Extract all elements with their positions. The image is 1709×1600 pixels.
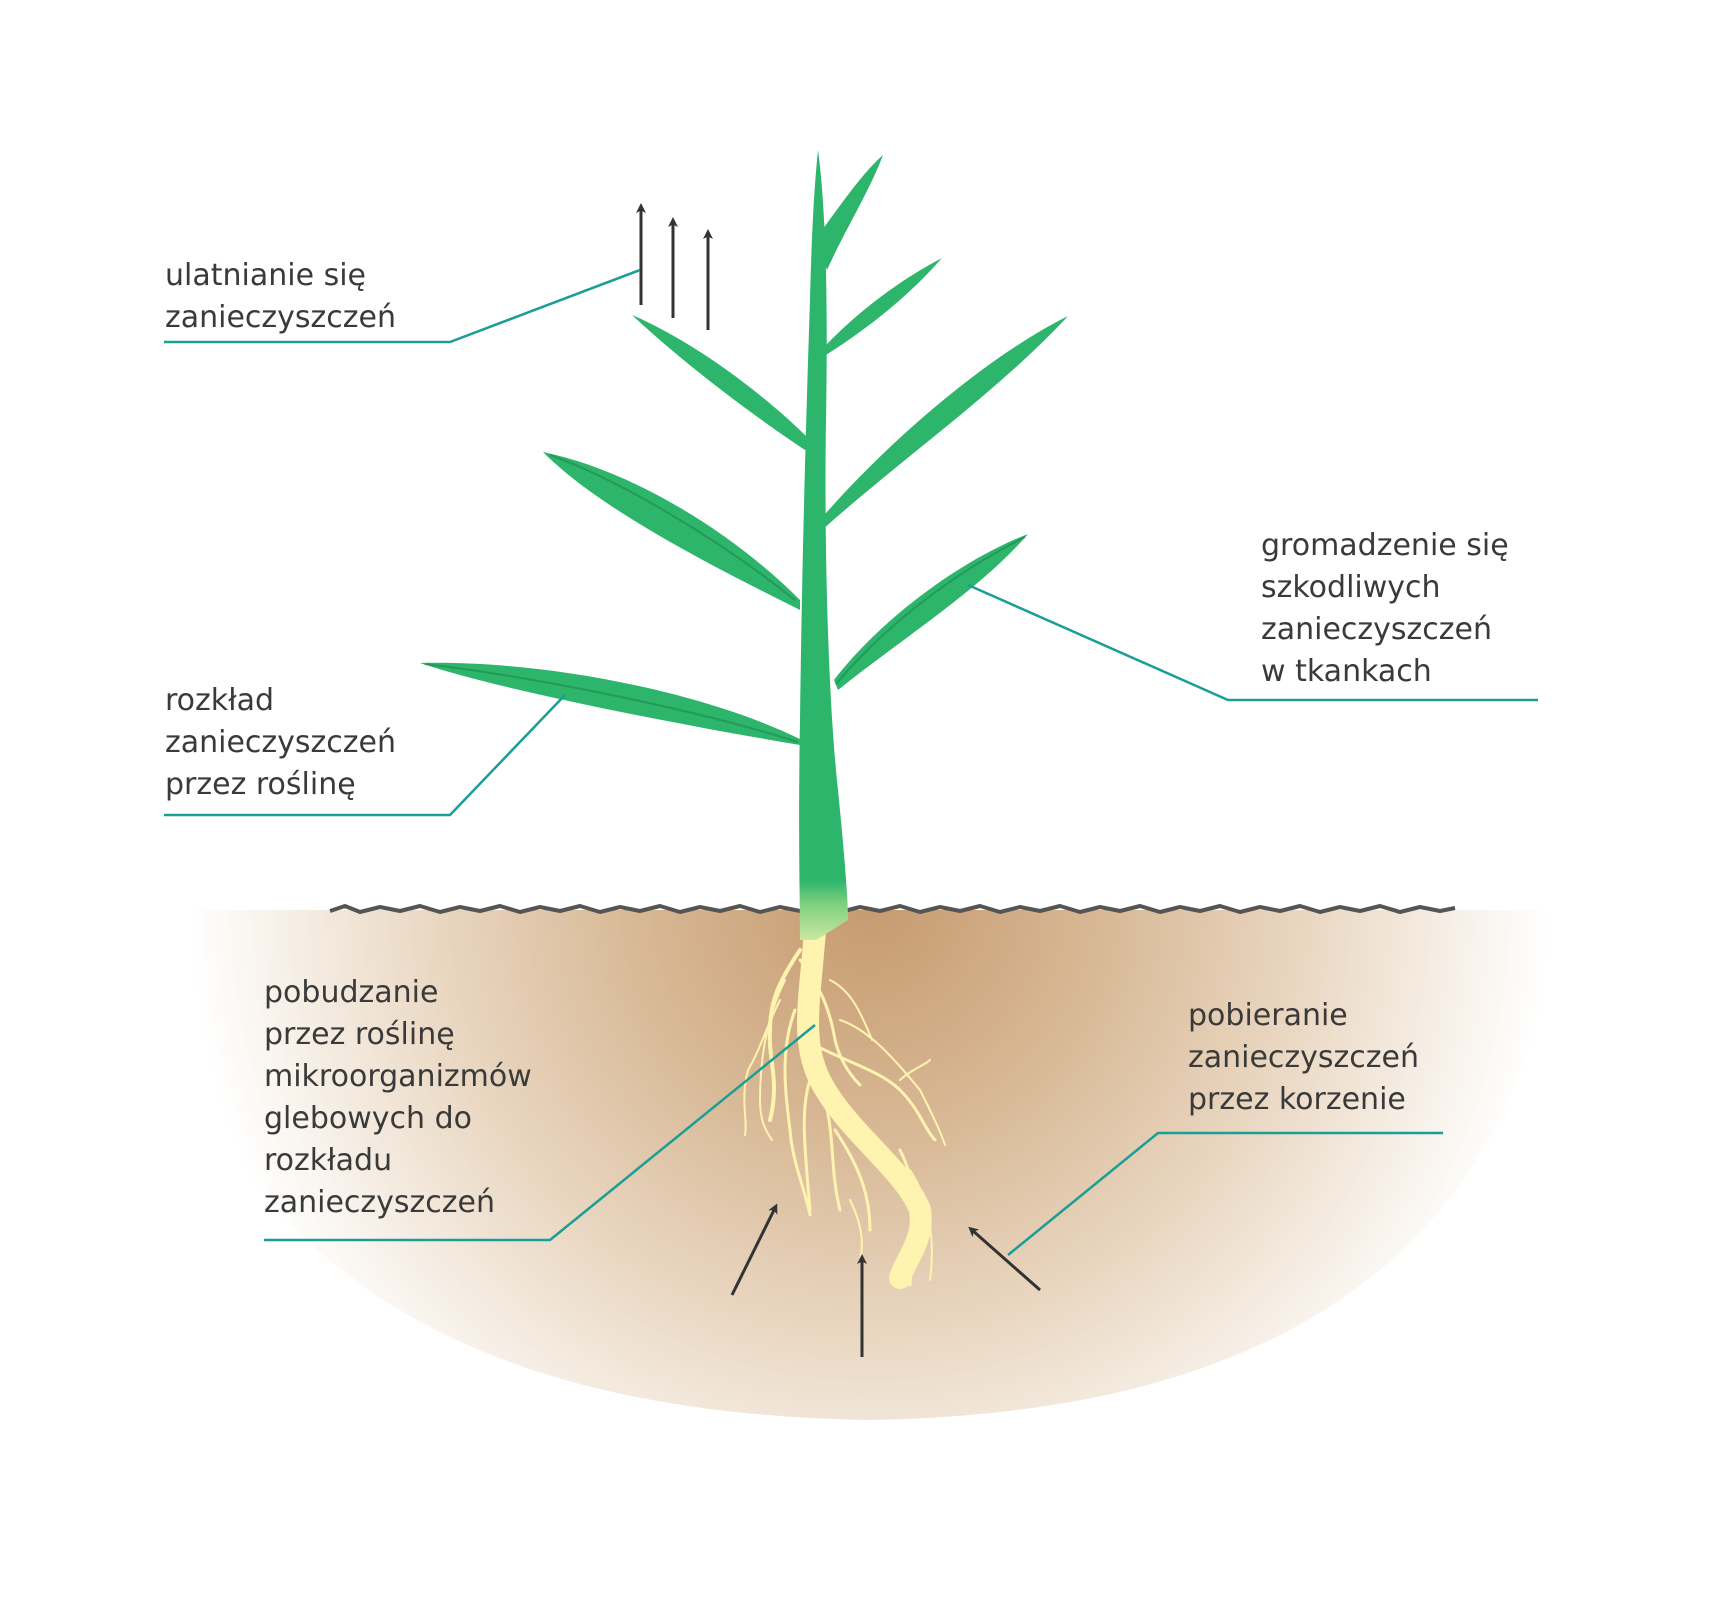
- label-line: przez roślinę: [165, 767, 356, 802]
- leader-uptake: [1007, 1131, 1443, 1256]
- label-line: mikroorganizmów: [264, 1059, 532, 1094]
- label-line: zanieczyszczeń: [1188, 1040, 1419, 1075]
- label-stimulation: pobudzanie przez roślinę mikroorganizmów…: [264, 975, 541, 1220]
- label-line: rozkład: [165, 683, 274, 718]
- volatilization-arrows: [636, 203, 713, 330]
- label-line: zanieczyszczeń: [165, 300, 396, 335]
- leaf-vein: [424, 663, 799, 743]
- side-root: [783, 1008, 812, 1217]
- label-line: glebowych do: [264, 1101, 472, 1136]
- side-root: [743, 999, 781, 1136]
- side-root: [803, 1038, 937, 1142]
- leader-degradation: [164, 694, 566, 817]
- label-line: pobieranie: [1188, 998, 1348, 1033]
- side-root: [808, 1068, 882, 1152]
- leaf-vein: [549, 454, 796, 601]
- label-line: ulatnianie się: [165, 258, 366, 293]
- uptake-arrows: [730, 1203, 1041, 1357]
- label-line: zanieczyszczeń: [1261, 612, 1492, 647]
- side-root: [909, 1169, 933, 1281]
- leaf: [815, 155, 883, 270]
- leader-stimulation: [264, 1024, 816, 1242]
- label-line: rozkładu: [264, 1143, 392, 1178]
- label-line: zanieczyszczeń: [165, 725, 396, 760]
- leader-volatilization: [164, 268, 641, 344]
- leaf: [834, 534, 1028, 690]
- side-root: [829, 979, 873, 1041]
- side-root: [758, 979, 786, 1141]
- leaf: [820, 316, 1068, 530]
- label-degradation: rozkład zanieczyszczeń przez roślinę: [165, 683, 406, 802]
- side-root: [823, 1098, 842, 1212]
- label-accumulation: gromadzenie się szkodliwych zanieczyszcz…: [1261, 528, 1518, 689]
- side-root: [898, 1148, 916, 1287]
- plant: [420, 150, 1068, 940]
- side-root: [767, 948, 802, 1122]
- uptake-arrow: [968, 1226, 1041, 1292]
- uptake-arrow: [730, 1203, 778, 1296]
- main-root: [797, 919, 932, 1289]
- label-line: gromadzenie się: [1261, 528, 1509, 563]
- leaf: [826, 258, 942, 355]
- side-root: [802, 1078, 812, 1212]
- side-root: [833, 1128, 872, 1232]
- side-root: [798, 958, 862, 1087]
- leaf: [632, 315, 810, 450]
- label-line: zanieczyszczeń: [264, 1185, 495, 1220]
- label-uptake: pobieranie zanieczyszczeń przez korzenie: [1188, 998, 1429, 1117]
- label-line: przez roślinę: [264, 1017, 455, 1052]
- leader-accumulation: [967, 583, 1538, 702]
- leaf: [420, 662, 802, 745]
- leaf-vein: [835, 536, 1026, 685]
- roots: [743, 919, 946, 1289]
- label-volatilization: ulatnianie się zanieczyszczeń: [165, 258, 396, 335]
- soil-surface-line: [329, 904, 1456, 914]
- label-line: szkodliwych: [1261, 570, 1441, 605]
- side-root: [899, 1059, 931, 1081]
- leader-lines: [164, 268, 1538, 1256]
- side-root: [839, 1019, 946, 1146]
- label-line: w tkankach: [1261, 654, 1432, 689]
- label-line: przez korzenie: [1188, 1082, 1406, 1117]
- label-line: pobudzanie: [264, 975, 438, 1010]
- leaf: [543, 452, 800, 610]
- stem: [799, 150, 848, 940]
